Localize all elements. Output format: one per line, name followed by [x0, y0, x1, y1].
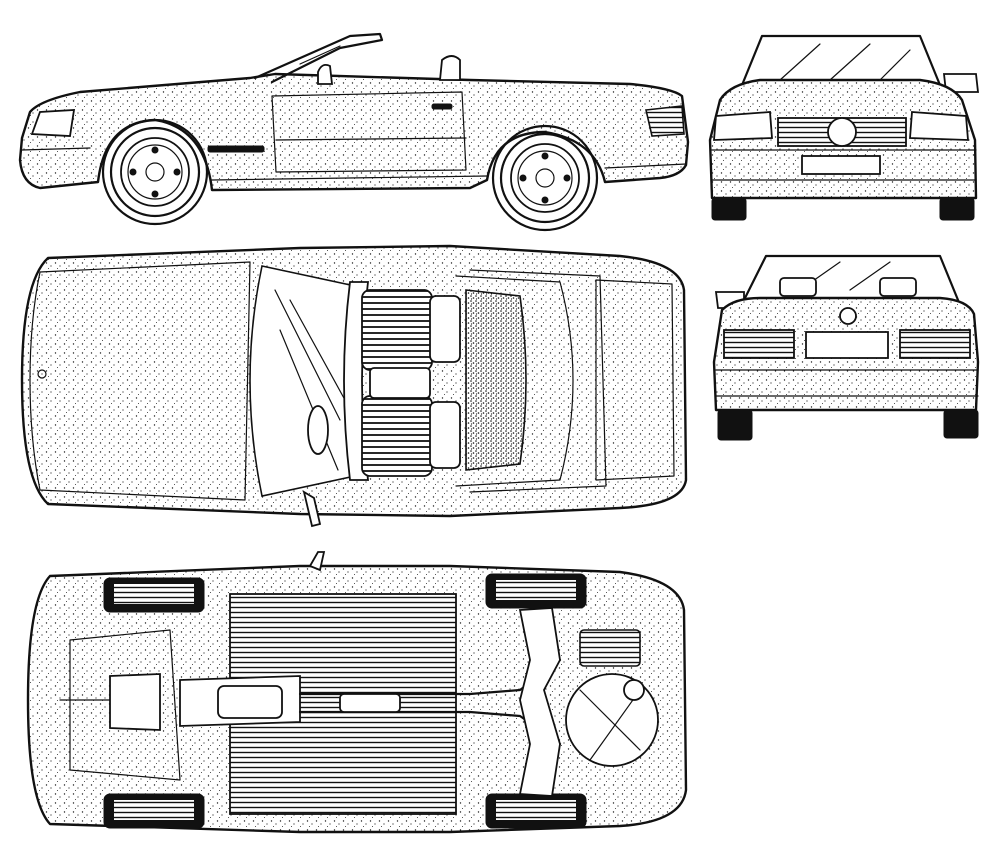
front-view [708, 34, 980, 221]
underside-view [26, 551, 688, 834]
rear-view [712, 254, 980, 441]
top-view [20, 244, 688, 528]
side-view [18, 32, 690, 232]
